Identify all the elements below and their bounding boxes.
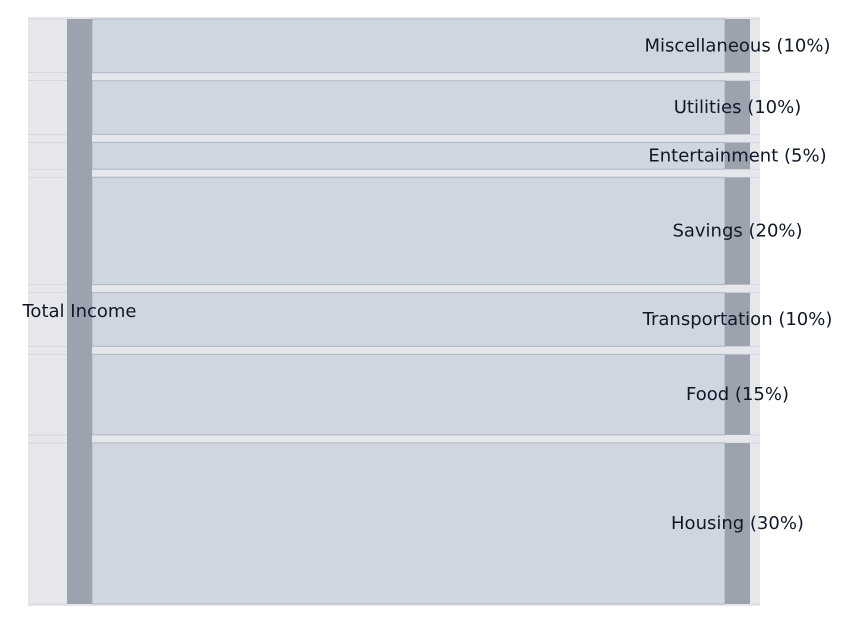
link-utilities [91, 80, 726, 135]
link-edge-housing [28, 442, 760, 605]
label-food: Food (15%) [686, 384, 789, 405]
link-edge-transportation [28, 292, 760, 347]
link-edge-miscellaneous [28, 18, 760, 73]
sankey-links [28, 18, 760, 605]
link-miscellaneous [91, 18, 726, 74]
link-transportation [91, 292, 726, 347]
node-total-income [67, 19, 92, 604]
label-entertainment: Entertainment (5%) [648, 145, 826, 166]
node-food [725, 354, 750, 435]
link-savings [91, 176, 726, 286]
link-edge-utilities [28, 80, 760, 135]
node-housing [725, 442, 750, 604]
node-entertainment [725, 142, 750, 170]
link-edge-savings [28, 176, 760, 285]
sankey-labels: Total Income Miscellaneous (10%) Utilities… [22, 35, 833, 534]
label-transportation: Transportation (10%) [642, 309, 833, 330]
label-savings: Savings (20%) [672, 220, 802, 241]
label-housing: Housing (30%) [671, 513, 804, 534]
link-edge-food [28, 354, 760, 436]
sankey-nodes [67, 19, 750, 604]
node-transportation [725, 292, 750, 347]
link-entertainment [91, 141, 726, 170]
node-utilities [725, 80, 750, 135]
link-food [91, 353, 726, 436]
node-savings [725, 177, 750, 285]
link-housing [91, 442, 726, 605]
label-utilities: Utilities (10%) [674, 97, 802, 118]
node-miscellaneous [725, 19, 750, 73]
label-total-income: Total Income [22, 301, 137, 322]
link-edge-entertainment [28, 142, 760, 170]
label-miscellaneous: Miscellaneous (10%) [645, 35, 831, 56]
